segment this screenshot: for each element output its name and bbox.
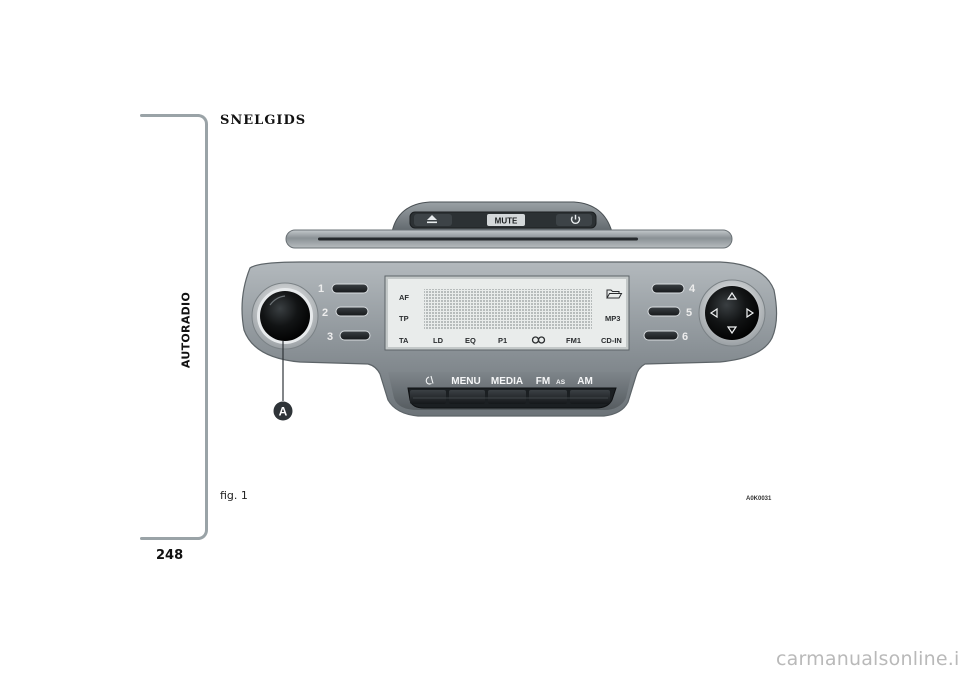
preset-button-1[interactable]	[331, 283, 369, 294]
page-title: SNELGIDS	[220, 113, 307, 128]
callout-label: A	[279, 405, 288, 419]
power-button[interactable]	[556, 214, 592, 226]
indicator-eq: EQ	[465, 336, 476, 345]
preset-buttons-left: 1 2 3	[318, 283, 371, 343]
arrow-down-icon[interactable]	[726, 326, 738, 335]
indicator-tp: TP	[399, 314, 409, 323]
indicator-mp3: MP3	[605, 314, 620, 323]
loop-icon	[531, 336, 546, 344]
indicator-fm1: FM1	[566, 336, 581, 345]
preset-label-6: 6	[682, 331, 688, 343]
preset-buttons-right: 4 5 6	[643, 283, 696, 343]
preset-label-5: 5	[686, 307, 692, 319]
cd-slot[interactable]	[318, 237, 638, 241]
page-number: 248	[156, 548, 184, 563]
dot-matrix	[424, 289, 592, 329]
indicator-ld: LD	[433, 336, 444, 345]
preset-label-2: 2	[322, 307, 328, 319]
watermark: carmanualsonline.info	[776, 648, 960, 670]
arrow-left-icon[interactable]	[709, 307, 718, 319]
preset-button-6[interactable]	[643, 330, 679, 341]
menu-button[interactable]	[449, 390, 485, 404]
lcd-display: AF TP TA LD EQ P1 FM1 CD-IN MP3	[384, 275, 630, 351]
cd-slot-bar	[285, 229, 733, 249]
fm-button[interactable]	[529, 390, 567, 404]
am-button[interactable]	[570, 390, 610, 404]
figure-code: A0K0031	[746, 496, 772, 502]
folder-icon	[606, 289, 623, 299]
callout-a: A	[273, 341, 293, 421]
preset-button-3[interactable]	[339, 330, 371, 341]
preset-button-2[interactable]	[335, 306, 369, 317]
media-button[interactable]	[488, 390, 526, 404]
function-buttons: MENU MEDIA FM AS AM	[407, 375, 617, 409]
indicator-ta: TA	[399, 336, 409, 345]
preset-button-5[interactable]	[647, 306, 681, 317]
navigation-pad[interactable]	[698, 279, 766, 347]
eject-icon-bar	[427, 221, 437, 224]
preset-label-3: 3	[327, 331, 333, 343]
menu-label: MENU	[451, 376, 480, 387]
am-label: AM	[577, 376, 593, 387]
fm-label: FM	[536, 376, 550, 387]
indicator-p1: P1	[498, 336, 507, 345]
indicator-cd-in: CD-IN	[601, 336, 622, 345]
preset-label-1: 1	[318, 283, 324, 295]
volume-knob[interactable]	[251, 282, 319, 350]
indicator-af: AF	[399, 293, 409, 302]
frame-bottom-rule	[140, 537, 200, 540]
arrow-right-icon[interactable]	[746, 307, 755, 319]
top-control-unit: MUTE	[391, 201, 613, 233]
mute-button[interactable]	[487, 214, 525, 226]
preset-label-4: 4	[689, 283, 696, 295]
media-label: MEDIA	[491, 376, 523, 387]
frame-corner-bottom	[196, 524, 208, 540]
fm-as-label: AS	[556, 379, 566, 386]
clock-icon	[425, 375, 434, 385]
frame-top-rule	[140, 114, 200, 117]
power-icon	[570, 214, 581, 225]
clock-button[interactable]	[410, 390, 446, 404]
eject-icon	[427, 215, 437, 220]
figure-caption: fig. 1	[220, 489, 248, 502]
mute-label: MUTE	[495, 216, 518, 225]
frame-corner-top	[196, 114, 208, 128]
arrow-up-icon[interactable]	[726, 291, 738, 300]
preset-button-4[interactable]	[651, 283, 685, 294]
frame-side-rule	[205, 124, 208, 528]
